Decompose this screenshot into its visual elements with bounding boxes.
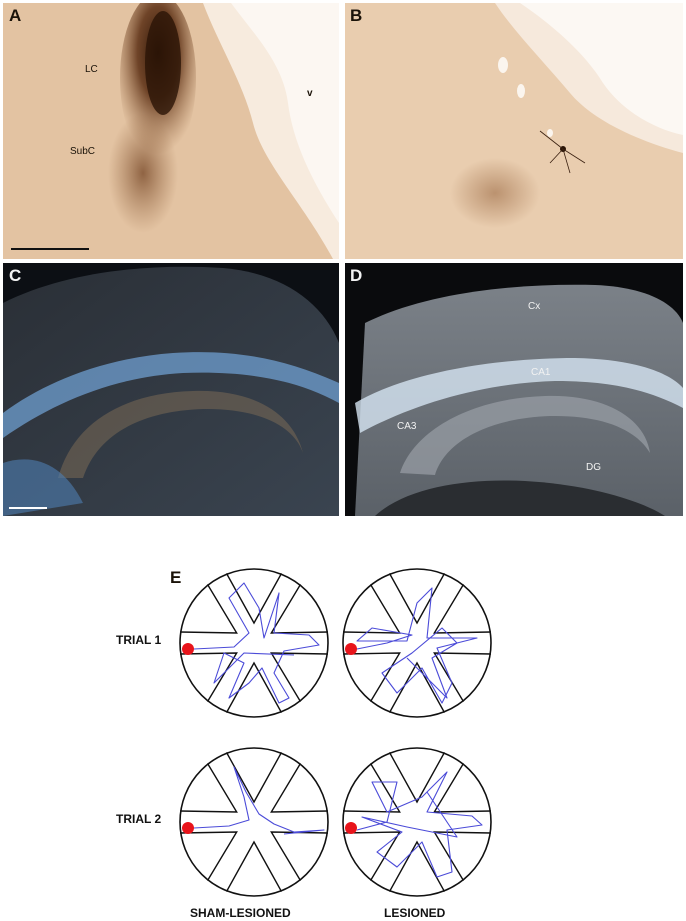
maze-trial2-sham bbox=[179, 747, 329, 897]
maze-arm-wall bbox=[225, 840, 283, 892]
start-position-marker bbox=[182, 822, 194, 834]
start-position-marker bbox=[345, 822, 357, 834]
column-label-lesioned: LESIONED bbox=[384, 906, 446, 920]
maze-trial1-sham bbox=[179, 568, 329, 718]
panel-c-image bbox=[3, 263, 339, 516]
maze-outline bbox=[342, 747, 492, 897]
panel-a-image bbox=[3, 3, 339, 259]
tracking-path bbox=[356, 587, 478, 704]
panel-a-micrograph: A LC SubC v bbox=[3, 3, 339, 259]
maze-arm-wall bbox=[342, 763, 401, 813]
tracking-path bbox=[193, 766, 325, 835]
panel-c-micrograph: C bbox=[3, 263, 339, 516]
maze-outline bbox=[179, 568, 329, 718]
label-subc: SubC bbox=[70, 146, 96, 157]
maze-trial1-lesioned bbox=[342, 568, 492, 718]
maze-arm-wall bbox=[225, 661, 283, 713]
maze-arm-wall bbox=[388, 661, 446, 713]
maze-arm-wall bbox=[388, 573, 446, 625]
maze-arm-wall bbox=[433, 763, 492, 813]
maze-arm-wall bbox=[179, 652, 238, 702]
panel-b-image bbox=[345, 3, 683, 259]
panel-e-letter: E bbox=[170, 568, 182, 587]
maze-arm-wall bbox=[388, 752, 446, 804]
panel-d-micrograph: D Cx CA1 CA3 DG bbox=[345, 263, 683, 516]
label-ca3: CA3 bbox=[397, 421, 417, 432]
maze-arm-wall bbox=[433, 584, 492, 634]
label-dg: DG bbox=[586, 462, 601, 473]
start-position-marker bbox=[345, 643, 357, 655]
maze-arm-wall bbox=[342, 831, 401, 881]
panel-b-micrograph: B bbox=[345, 3, 683, 259]
maze-arm-wall bbox=[388, 840, 446, 892]
panel-b-letter: B bbox=[350, 6, 363, 25]
panel-e-radial-maze: E TRIAL 1 TRIAL 2 SHAM-LESIONED LESIONED bbox=[0, 560, 686, 921]
tracking-path bbox=[356, 771, 483, 878]
maze-arm-wall bbox=[179, 584, 238, 634]
maze-arm-wall bbox=[270, 831, 329, 881]
maze-arm-wall bbox=[270, 652, 329, 702]
maze-arm-wall bbox=[270, 584, 329, 634]
maze-outline bbox=[342, 568, 492, 718]
maze-outline bbox=[179, 747, 329, 897]
start-position-marker bbox=[182, 643, 194, 655]
label-ca1: CA1 bbox=[531, 367, 551, 378]
tracking-path bbox=[193, 582, 320, 704]
maze-arm-wall bbox=[342, 652, 401, 702]
maze-arm-wall bbox=[433, 652, 492, 702]
maze-arm-wall bbox=[179, 763, 238, 813]
panel-c-letter: C bbox=[9, 266, 22, 285]
maze-arm-wall bbox=[179, 831, 238, 881]
panel-a-letter: A bbox=[9, 6, 22, 25]
maze-grid bbox=[179, 568, 492, 897]
maze-arm-wall bbox=[225, 752, 283, 804]
maze-trial2-lesioned bbox=[342, 747, 492, 897]
column-label-sham: SHAM-LESIONED bbox=[190, 906, 291, 920]
label-cx: Cx bbox=[528, 301, 541, 312]
maze-arm-wall bbox=[270, 763, 329, 813]
row-label-trial-1: TRIAL 1 bbox=[116, 633, 162, 647]
row-label-trial-2: TRIAL 2 bbox=[116, 812, 162, 826]
label-v: v bbox=[307, 88, 313, 99]
label-lc: LC bbox=[85, 64, 98, 75]
maze-arm-wall bbox=[225, 573, 283, 625]
panel-d-image bbox=[345, 263, 683, 516]
panel-d-letter: D bbox=[350, 266, 363, 285]
